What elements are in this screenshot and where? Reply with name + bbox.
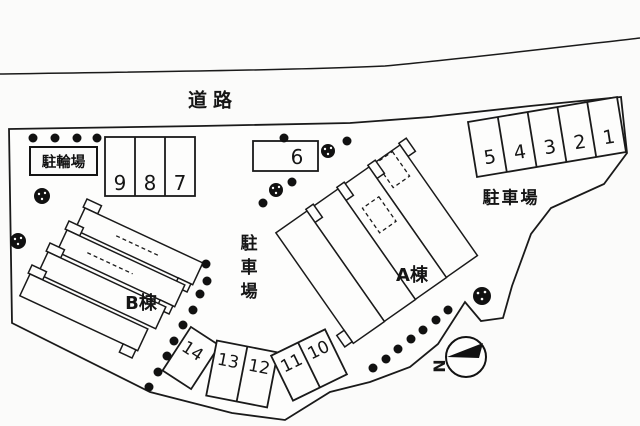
parking-space-14-box: [161, 325, 221, 391]
road-label: 道路: [187, 89, 239, 112]
shrub-dot: [202, 276, 212, 286]
shrub-dot: [287, 177, 297, 187]
shrub-dot: [169, 336, 179, 346]
parking-block-987: [104, 136, 196, 197]
north-arrow-icon: [447, 343, 483, 358]
space-number-12: 12: [246, 355, 272, 380]
space-number-13: 13: [215, 349, 241, 374]
tree-icon: [321, 144, 335, 158]
bicycle-parking-label: 駐輪場: [29, 146, 98, 176]
building-b-dashed-mark: [115, 235, 160, 257]
shrub-dot: [50, 133, 60, 143]
shrub-dot: [153, 367, 163, 377]
shrub-dot: [368, 363, 378, 373]
building-b-strip: [36, 251, 167, 330]
compass: [445, 336, 487, 378]
building-b-shape: [18, 198, 204, 359]
space-number-9: 9: [113, 171, 127, 195]
shrub-dot: [144, 382, 154, 392]
shrub-dot: [201, 259, 211, 269]
tree-dots: [10, 144, 491, 305]
shrub-dot: [279, 133, 289, 143]
shrub-dot: [393, 344, 403, 354]
shrub-dot: [431, 315, 441, 325]
shrub-dot: [178, 320, 188, 330]
shrub-dot: [381, 354, 391, 364]
building-b-label: B棟: [125, 293, 157, 314]
space-number-7: 7: [173, 171, 187, 195]
building-b-stair-tab: [118, 342, 137, 359]
parking-lot-label-center: 駐車場: [236, 234, 257, 306]
shrub-dot: [162, 351, 172, 361]
parking-block-54321: [466, 95, 628, 179]
tree-icon: [269, 183, 283, 197]
building-b-dashed-mark: [87, 252, 133, 275]
tree-icon: [473, 287, 491, 305]
north-label: N: [430, 359, 449, 373]
shrub-dot: [406, 334, 416, 344]
parking-block-south: [161, 325, 349, 409]
shrub-dot: [92, 133, 102, 143]
building-a-shape: [274, 137, 479, 348]
parking-space-6-box: [252, 140, 319, 172]
building-a-label: A棟: [396, 265, 428, 286]
tree-icon: [34, 188, 50, 204]
building-a-stair-tab: [335, 329, 354, 348]
shrub-dot: [195, 289, 205, 299]
building-a-dashed-mark: [375, 150, 411, 189]
space-number-6: 6: [290, 145, 304, 169]
shrub-dot: [188, 305, 198, 315]
shrub-dot: [258, 198, 268, 208]
space-number-8: 8: [143, 171, 157, 195]
building-b-strip: [18, 273, 149, 352]
building-a-dashed-mark: [361, 195, 397, 234]
shrub-dot: [418, 325, 428, 335]
shrub-dot: [72, 133, 82, 143]
shrub-dot: [443, 305, 453, 315]
shrub-dot: [28, 133, 38, 143]
parking-lot-label-right: 駐車場: [482, 188, 540, 209]
tree-icon: [10, 233, 26, 249]
shrub-dots: [28, 133, 453, 392]
building-a-strip: [274, 209, 386, 345]
road-edge-line: [0, 37, 640, 75]
shrub-dot: [342, 136, 352, 146]
bicycle-parking-text: 駐輪場: [41, 154, 86, 171]
